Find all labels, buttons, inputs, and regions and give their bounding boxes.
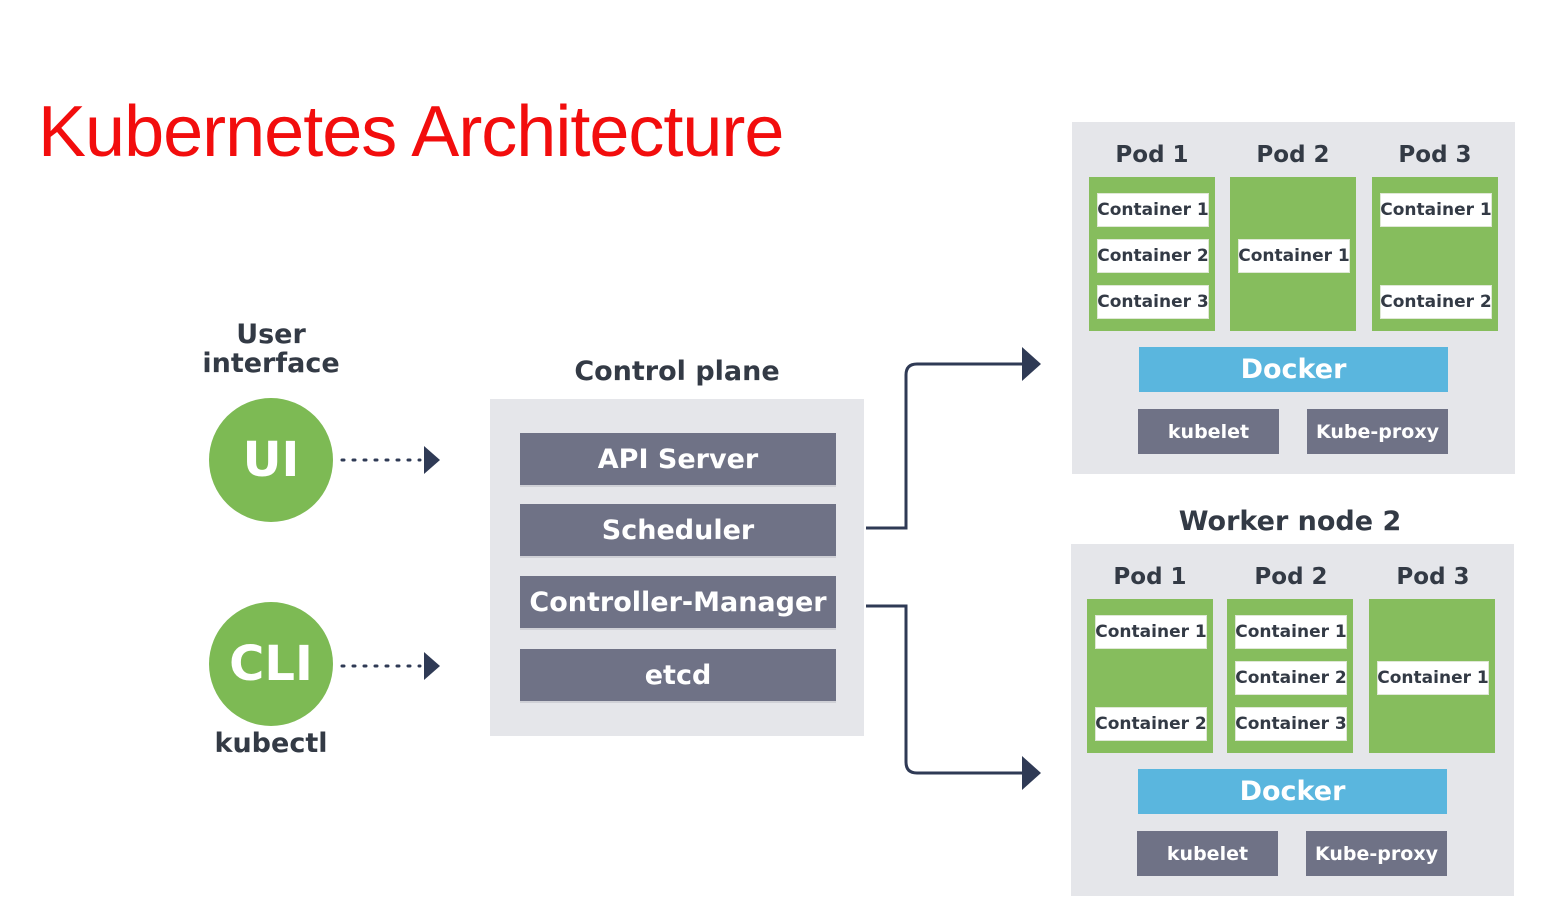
container-box: Container 1 [1235,615,1347,649]
container-box: Container 1 [1097,193,1209,227]
control-plane-title: Control plane [574,356,780,387]
pod-title: Pod 2 [1254,564,1328,590]
container-box: Container 1 [1380,193,1492,227]
pod-title: Pod 1 [1115,142,1189,168]
user-interface-label: User interface [202,319,340,379]
pod-title: Pod 2 [1256,142,1330,168]
scheduler-box: Scheduler [520,504,836,556]
docker-runtime-box: Docker [1139,347,1448,392]
kubelet-box: kubelet [1137,831,1278,876]
pod-title: Pod 3 [1398,142,1472,168]
container-box: Container 2 [1380,285,1492,319]
cp-to-worker1-connector [866,362,1022,530]
api-server-box: API Server [520,433,836,485]
cli-circle: CLI [209,602,333,726]
container-box: Container 2 [1095,707,1207,741]
worker1-arrowhead [1022,347,1041,381]
page-title: Kubernetes Architecture [38,92,784,172]
worker-node-2-title: Worker node 2 [1178,506,1402,537]
ui-arrowhead [424,446,440,474]
container-box: Container 3 [1235,707,1347,741]
kubectl-label: kubectl [214,728,328,759]
docker-runtime-box: Docker [1138,769,1447,814]
kube-proxy-box: Kube-proxy [1306,831,1447,876]
container-box: Container 1 [1377,661,1489,695]
container-box: Container 2 [1235,661,1347,695]
controller-manager-box: Controller-Manager [520,576,836,628]
kubelet-box: kubelet [1138,409,1279,454]
ui-circle: UI [209,398,333,522]
cp-to-worker2-connector [866,604,1022,775]
kube-proxy-box: Kube-proxy [1307,409,1448,454]
cli-arrowhead [424,652,440,680]
container-box: Container 2 [1097,239,1209,273]
container-box: Container 1 [1095,615,1207,649]
worker2-arrowhead [1022,756,1041,790]
container-box: Container 3 [1097,285,1209,319]
pod-title: Pod 3 [1396,564,1470,590]
pod-title: Pod 1 [1113,564,1187,590]
container-box: Container 1 [1238,239,1350,273]
etcd-box: etcd [520,649,836,701]
